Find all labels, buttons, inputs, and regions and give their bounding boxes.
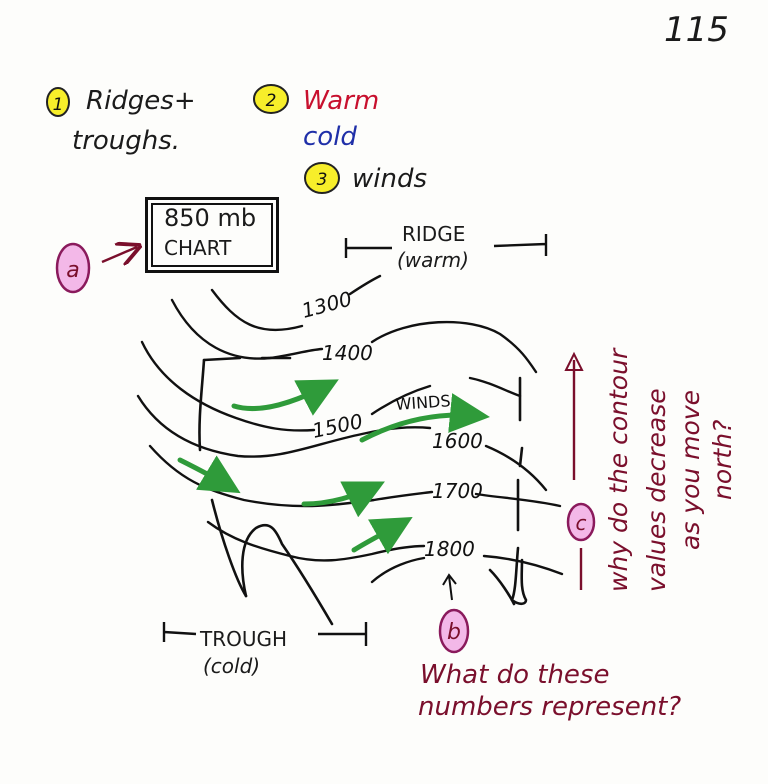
contour-lower-arc bbox=[370, 556, 426, 584]
marker-a-arrow bbox=[101, 247, 137, 262]
contour-label-1500: 1500 bbox=[310, 409, 365, 443]
contour-1600-right bbox=[484, 444, 548, 492]
chart-box-line-1: 850 mb bbox=[164, 204, 257, 232]
topic-2-cold: cold bbox=[303, 122, 357, 152]
marker-c-letter: c bbox=[576, 511, 587, 535]
question-b-line-1: What do these bbox=[420, 660, 610, 690]
topic-2-number: 2 bbox=[266, 91, 277, 111]
contour-1500-left bbox=[140, 340, 316, 432]
topic-1-number: 1 bbox=[53, 95, 64, 115]
trough-label: TROUGH bbox=[200, 627, 288, 651]
wind-arrow-5 bbox=[351, 517, 413, 555]
ridge-sublabel: (warm) bbox=[397, 248, 469, 272]
page-number: 115 bbox=[664, 10, 729, 50]
topic-1-line-2: troughs. bbox=[72, 126, 181, 156]
trough-sublabel: (cold) bbox=[203, 654, 261, 678]
contour-1300-left bbox=[210, 288, 304, 332]
topic-3-number: 3 bbox=[317, 170, 328, 190]
contour-label-1800: 1800 bbox=[424, 537, 475, 561]
contour-1500-right bbox=[370, 384, 432, 416]
contour-1400-right bbox=[370, 320, 538, 374]
trough-span bbox=[162, 622, 368, 646]
trough-axis bbox=[198, 356, 334, 626]
topic-1-number-badge: 1 bbox=[46, 87, 70, 117]
contour-labels: 1300 1400 1500 1600 1700 1800 WINDS bbox=[299, 286, 483, 561]
contour-1700-left bbox=[148, 444, 434, 508]
topic-2-number-badge: 2 bbox=[253, 84, 289, 114]
marker-a-letter: a bbox=[66, 258, 79, 283]
wind-arrows bbox=[177, 379, 490, 555]
wind-arrow-1 bbox=[231, 379, 339, 416]
ridge-label: RIDGE bbox=[402, 222, 466, 246]
contour-label-1700: 1700 bbox=[432, 479, 483, 503]
ridge-span bbox=[344, 234, 548, 258]
question-b-line-2: numbers represent? bbox=[418, 692, 682, 722]
marker-b-arrow bbox=[442, 573, 457, 601]
marker-a: a bbox=[55, 244, 137, 294]
chart-box: 850 mb CHART bbox=[145, 197, 279, 273]
topic-2-warm: Warm bbox=[303, 86, 380, 116]
marker-b-letter: b bbox=[447, 620, 461, 645]
winds-label: WINDS bbox=[395, 391, 451, 414]
contour-1500-far bbox=[468, 376, 522, 398]
marker-b: b bbox=[438, 573, 470, 654]
topic-3-winds: winds bbox=[352, 164, 428, 194]
topic-1-line-1: Ridges+ bbox=[86, 86, 196, 116]
contour-1300-right bbox=[348, 274, 382, 296]
wind-arrow-2 bbox=[359, 393, 490, 443]
marker-c: c bbox=[564, 351, 596, 590]
contour-label-1400: 1400 bbox=[322, 341, 373, 365]
chart-box-line-2: CHART bbox=[164, 236, 232, 260]
wind-arrow-3 bbox=[177, 455, 241, 494]
ridge-axis bbox=[488, 376, 528, 606]
contour-label-1600: 1600 bbox=[432, 429, 483, 453]
contour-1400-left bbox=[170, 298, 324, 360]
contour-label-1300: 1300 bbox=[299, 286, 354, 322]
marker-c-arrow-head bbox=[564, 351, 584, 371]
topic-3-number-badge: 3 bbox=[304, 162, 340, 194]
wind-arrow-4 bbox=[301, 481, 385, 518]
